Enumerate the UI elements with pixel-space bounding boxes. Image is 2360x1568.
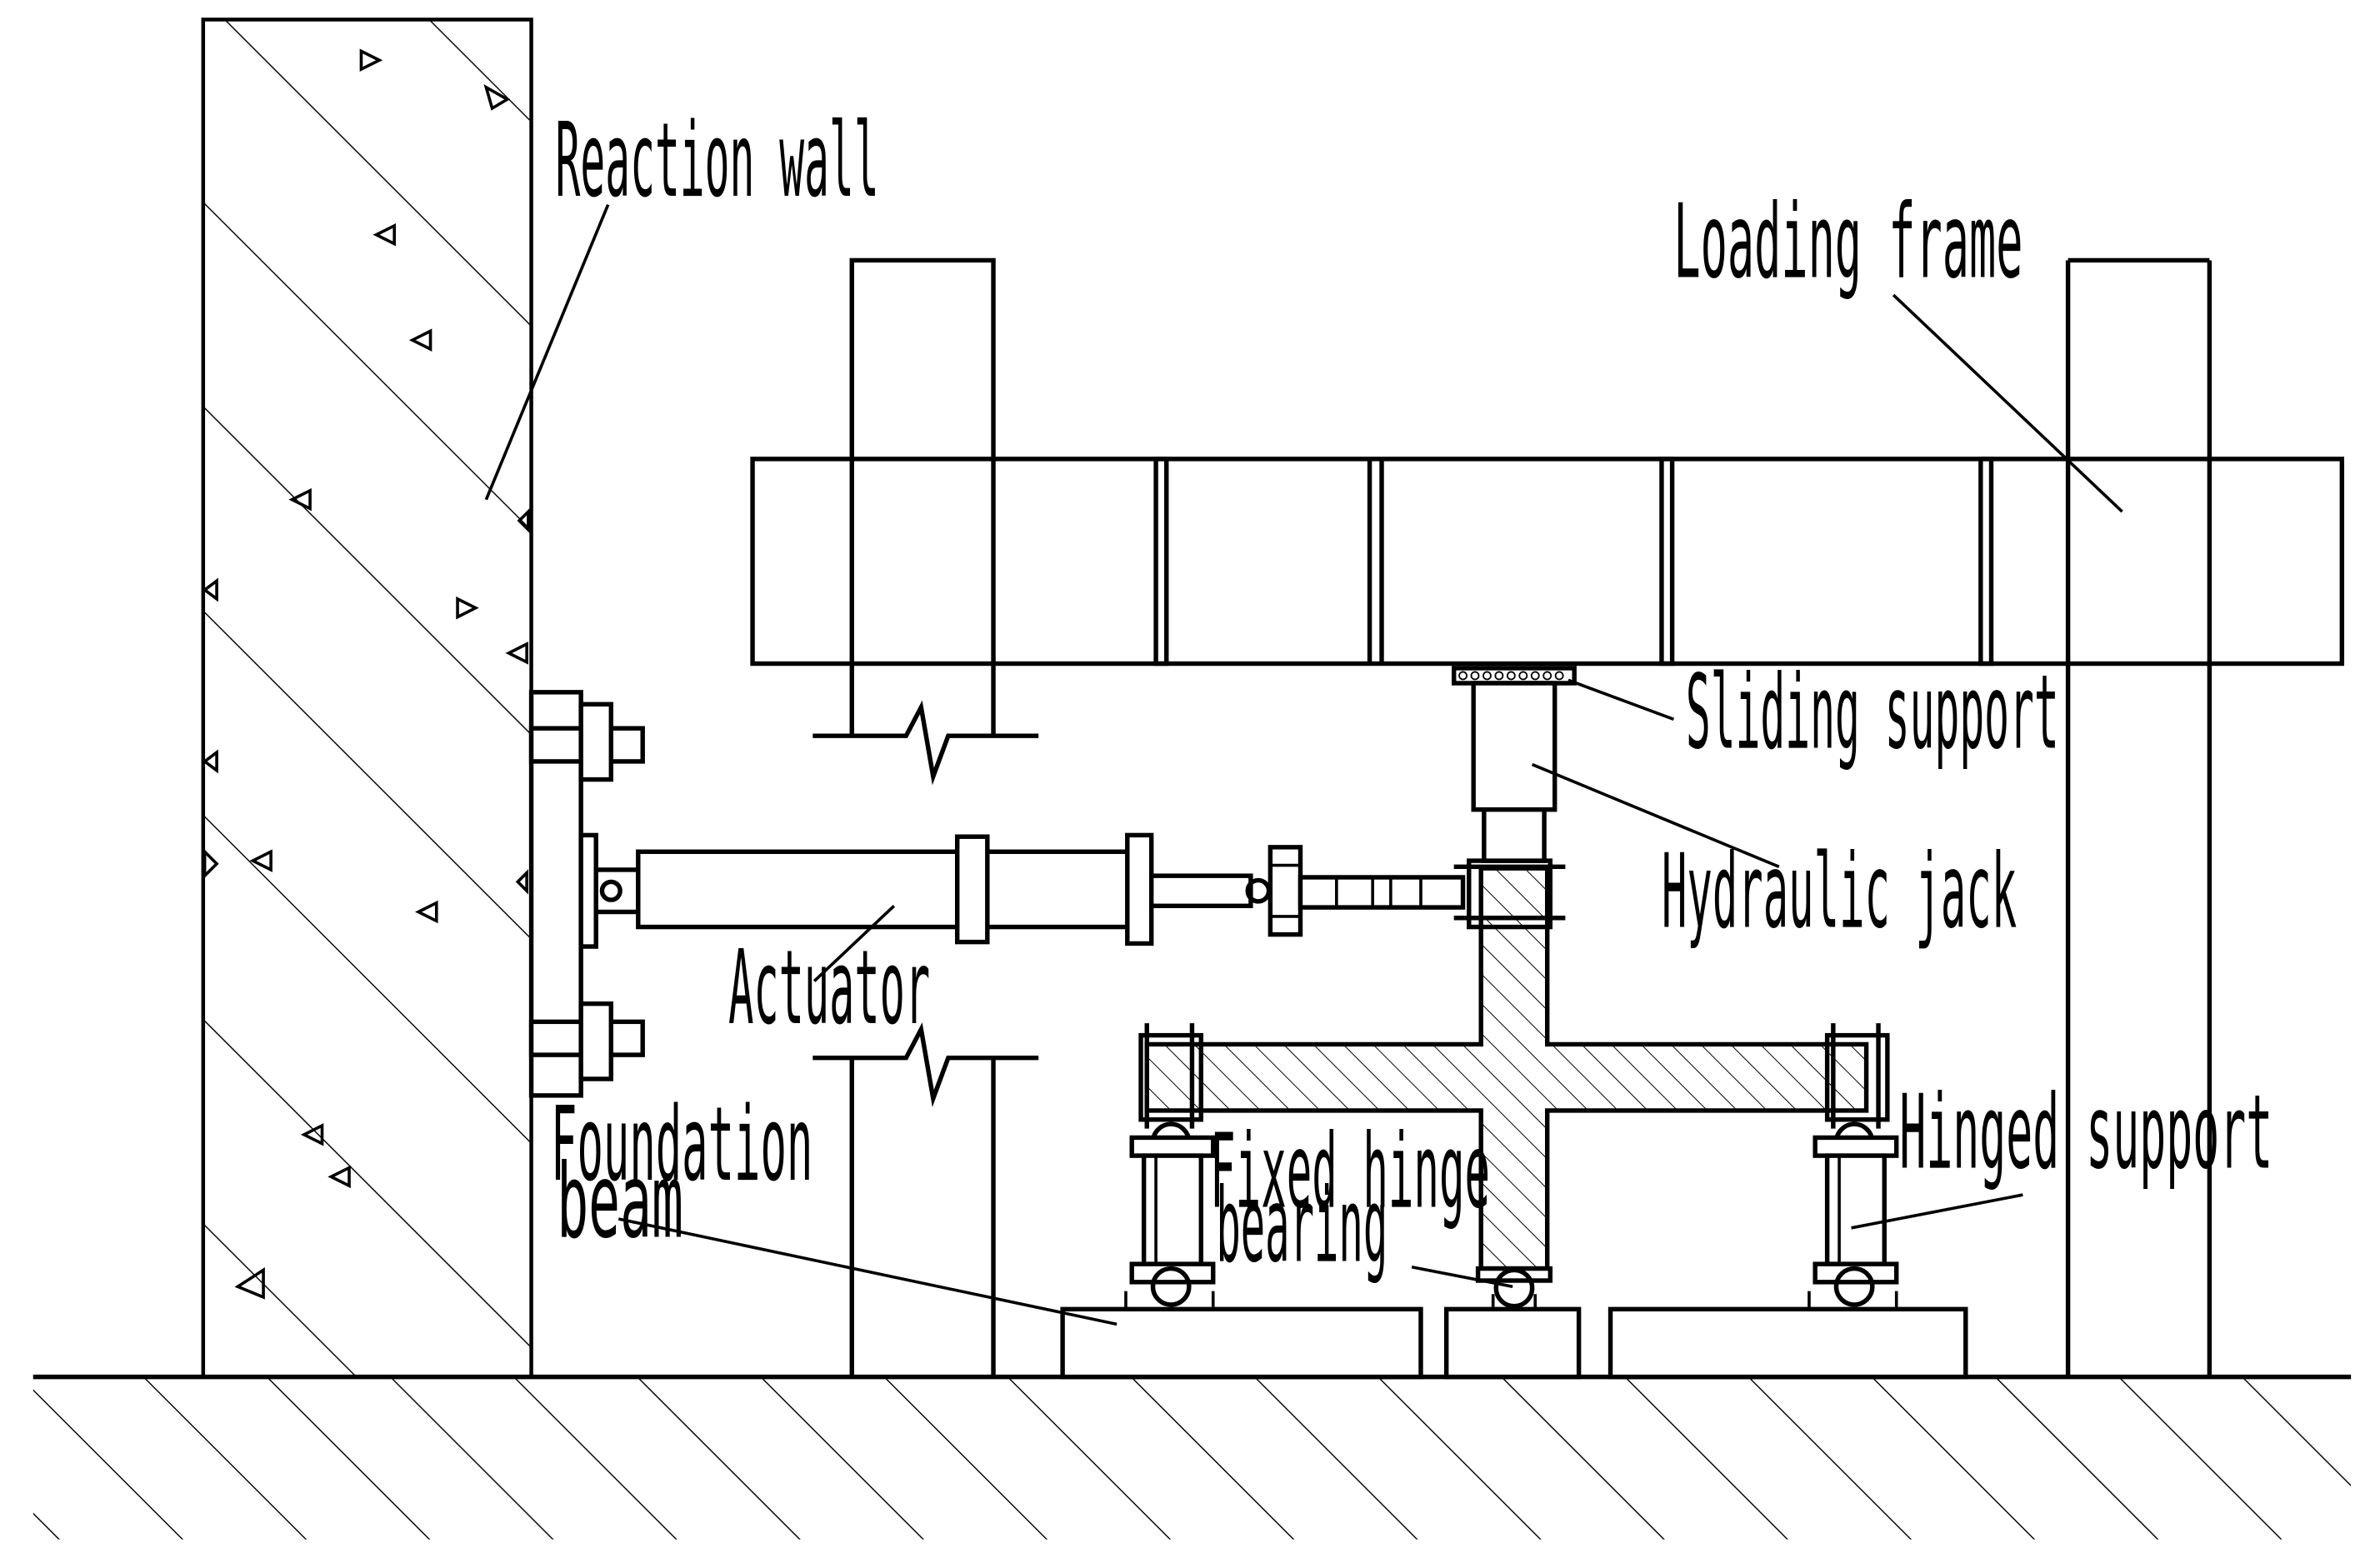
label-loading-frame: Loading frame [1673, 182, 2022, 301]
label-fixed-hinge-line1: Fixed hinge [1210, 1112, 1490, 1231]
hydraulic-jack [1452, 666, 1577, 863]
labels: Reaction wall Loading frame Sliding supp… [551, 101, 2272, 1286]
label-hydraulic-jack: Hydraulic jack [1662, 832, 2017, 951]
actuator [528, 690, 1466, 1098]
reaction-wall [201, 17, 533, 1379]
foundation-beams [1060, 1306, 1968, 1380]
label-foundation-beam-line1: Foundation [551, 1085, 812, 1204]
label-foundation-beam-line2: beam [557, 1142, 683, 1261]
beam-stiffeners [1153, 457, 1994, 667]
label-fixed-hinge-line2: bearing [1216, 1166, 1388, 1286]
right-hinged-support [1808, 1121, 1899, 1340]
loading-frame [750, 257, 2345, 1377]
left-hinged-support [1124, 1121, 1216, 1340]
label-hinged-support: Hinged support [1899, 1073, 2272, 1192]
label-actuator: Actuator [728, 928, 930, 1047]
label-reaction-wall: Reaction wall [555, 101, 878, 220]
ground [32, 1374, 2352, 1540]
leader-lines [484, 203, 2123, 1326]
label-sliding-support: Sliding support [1686, 653, 2059, 772]
